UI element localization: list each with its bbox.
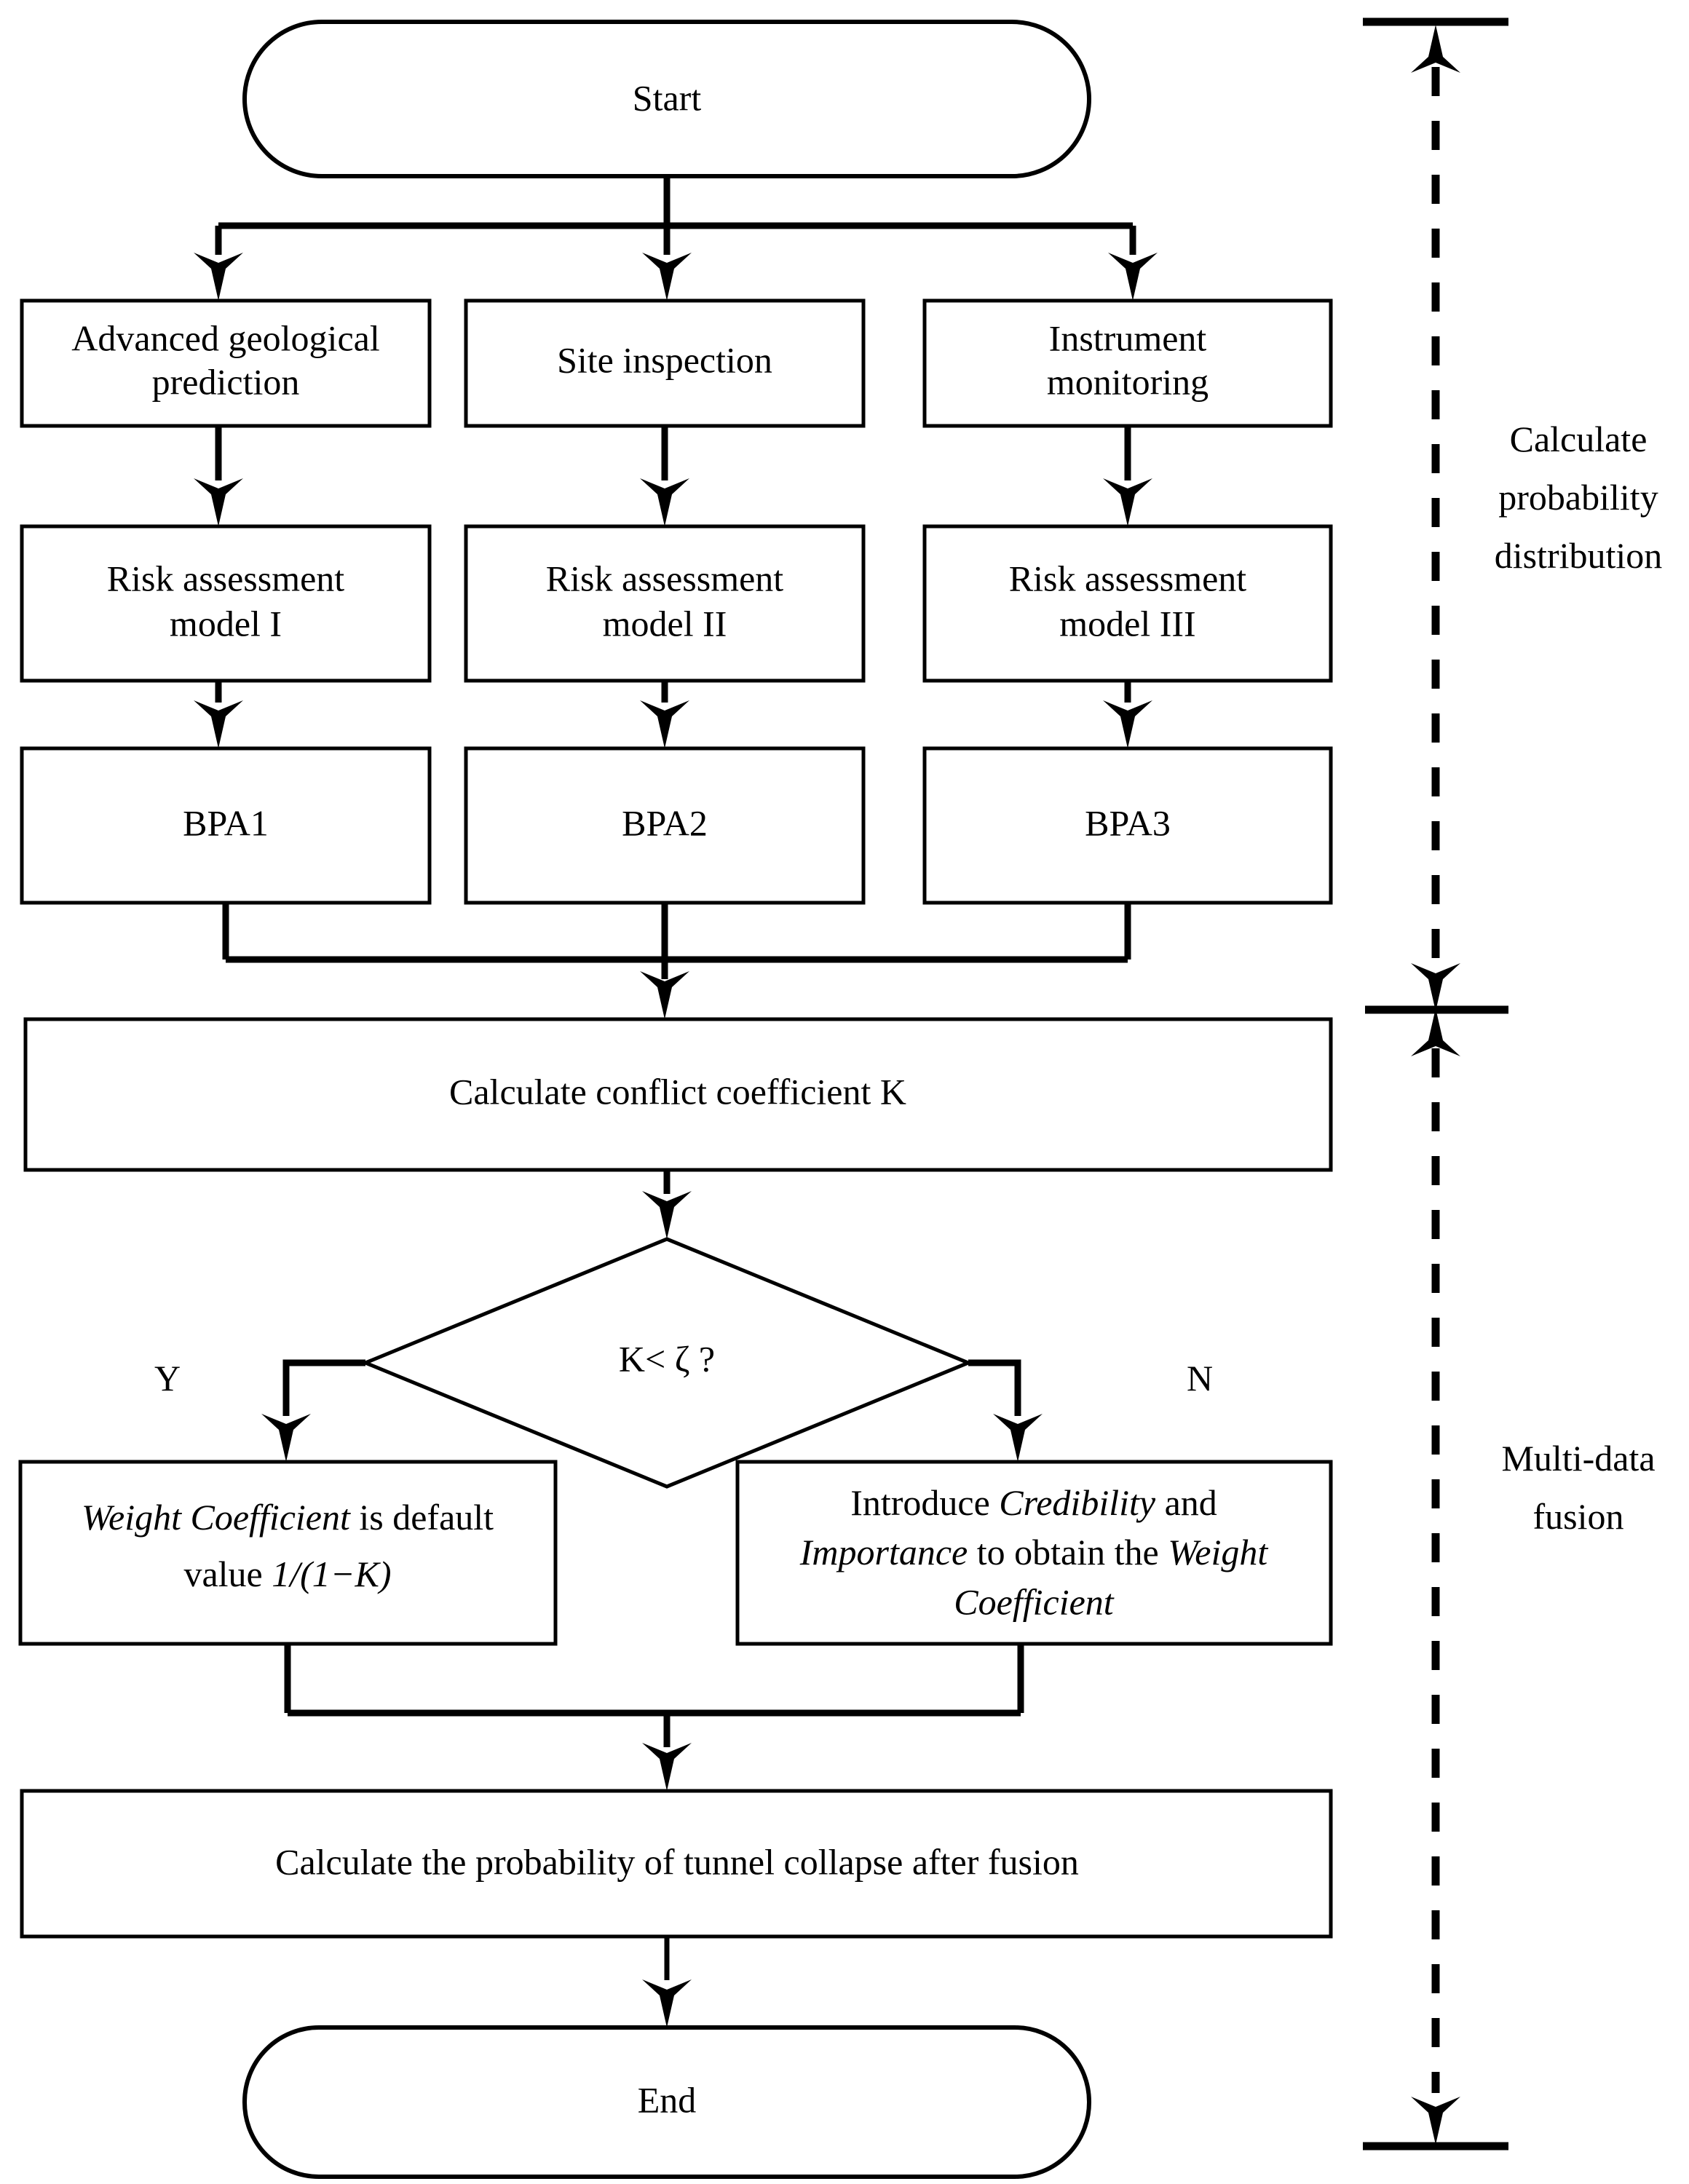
phase-2-line1: Multi-data — [1501, 1438, 1655, 1479]
arrowhead-bracket-mid-down — [1411, 963, 1460, 1011]
no-box-line3: Coefficient — [954, 1581, 1114, 1622]
model-box-3 — [922, 524, 1333, 683]
bpa-2-label: BPA2 — [622, 802, 708, 843]
arrowhead-no-box — [993, 1414, 1043, 1462]
no-box-line1: Introduce Credibility and — [850, 1482, 1217, 1523]
no-box-emph-3: Weight — [1168, 1532, 1268, 1572]
model-box-1 — [20, 524, 432, 683]
bpa-box-3 — [922, 746, 1333, 905]
branch-label-yes: Y — [154, 1358, 181, 1398]
yes-box-text-1: is default — [350, 1497, 494, 1538]
bpa-1-label: BPA1 — [183, 802, 269, 843]
arrowhead-fusion — [642, 1743, 692, 1791]
no-box-line2: Importance to obtain the Weight — [799, 1532, 1269, 1572]
no-box-emph-2: Importance — [799, 1532, 968, 1572]
phase-2-line2: fusion — [1533, 1496, 1624, 1537]
source-box-1 — [20, 298, 432, 428]
yes-box-text-2: value — [183, 1554, 272, 1594]
end-label: End — [638, 2079, 697, 2120]
arrowhead-bracket-bottom — [1411, 2097, 1460, 2145]
no-box-text-1: Introduce — [850, 1482, 999, 1523]
arrowhead-decision — [642, 1191, 692, 1239]
model-3-line2: model III — [1059, 603, 1195, 644]
model-2-line2: model II — [603, 603, 727, 644]
bpa-box-2 — [464, 746, 866, 905]
decision-diamond — [360, 1237, 973, 1489]
source-2-line1: Site inspection — [557, 339, 772, 380]
start-label: Start — [633, 77, 702, 118]
arrowhead-model-2 — [640, 478, 689, 526]
arrowhead-bpa-2 — [640, 700, 689, 748]
arrowhead-model-1 — [194, 478, 243, 526]
model-box-2 — [464, 524, 866, 683]
fusion-result-box — [20, 1789, 1333, 1939]
arrowhead-bpa-3 — [1103, 700, 1152, 748]
bpa-3-label: BPA3 — [1085, 802, 1171, 843]
arrowhead-yes-box — [261, 1414, 311, 1462]
phase-1-line3: distribution — [1495, 535, 1663, 576]
arrowhead-model-3 — [1103, 478, 1152, 526]
arrowhead-bracket-top — [1411, 25, 1460, 73]
model-2-line1: Risk assessment — [546, 558, 784, 598]
phase-1-line1: Calculate — [1510, 419, 1648, 459]
source-1-line2: prediction — [152, 361, 300, 402]
model-1-line1: Risk assessment — [107, 558, 345, 598]
end-node — [242, 2025, 1091, 2179]
no-box-text-2: and — [1155, 1482, 1217, 1523]
yes-box-emph-1: Weight Coefficient — [82, 1497, 351, 1538]
source-box-3 — [922, 298, 1333, 428]
source-3-line2: monitoring — [1047, 361, 1209, 402]
yes-box-line2: value 1/(1−K) — [183, 1554, 391, 1594]
yes-box-line1: Weight Coefficient is default — [82, 1497, 494, 1538]
arrowhead-bpa-1 — [194, 700, 243, 748]
model-1-line2: model I — [170, 603, 282, 644]
arrowhead-end — [642, 1979, 692, 2027]
no-box-text-3: to obtain the — [968, 1532, 1168, 1572]
yes-outcome-box — [18, 1460, 558, 1646]
arrowhead-source-3 — [1108, 253, 1158, 301]
conflict-label: Calculate conflict coefficient K — [449, 1071, 906, 1112]
bpa-box-1 — [20, 746, 432, 905]
conflict-box — [23, 1017, 1333, 1172]
no-outcome-box — [735, 1460, 1333, 1646]
arrowhead-source-1 — [194, 253, 243, 301]
phase-1-line2: probability — [1498, 477, 1658, 518]
no-box-emph-1: Credibility — [999, 1482, 1156, 1523]
arrowhead-source-2 — [642, 253, 692, 301]
branch-label-no: N — [1187, 1358, 1213, 1398]
edge-decision-yes — [282, 1359, 365, 1416]
edge-decision-no — [968, 1359, 1021, 1416]
source-3-line1: Instrument — [1049, 317, 1207, 358]
source-1-line1: Advanced geological — [71, 317, 379, 358]
model-3-line1: Risk assessment — [1009, 558, 1247, 598]
decision-label: K< ζ ? — [619, 1338, 715, 1379]
fusion-result-label: Calculate the probability of tunnel coll… — [275, 1841, 1079, 1882]
yes-box-emph-2: 1/(1−K) — [272, 1554, 391, 1594]
